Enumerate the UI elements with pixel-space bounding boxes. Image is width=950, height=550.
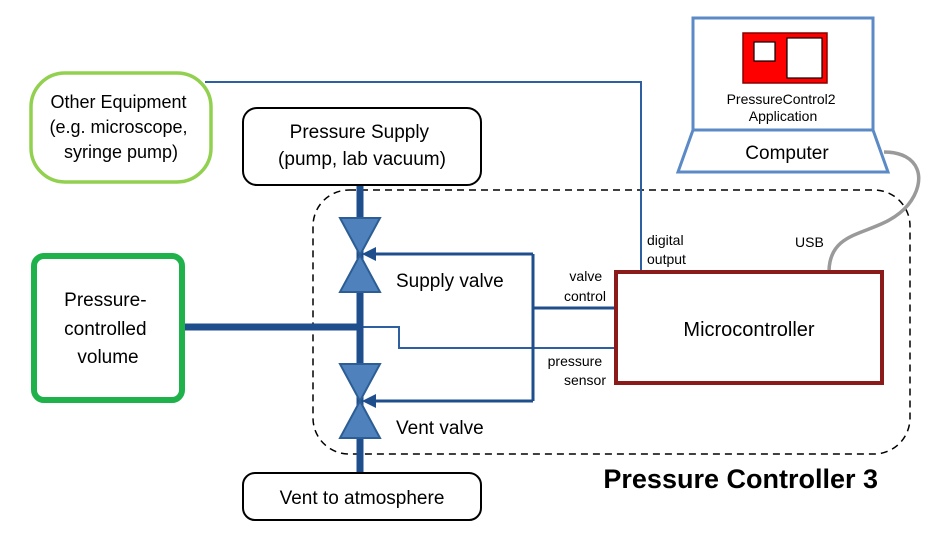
volume-line-3: volume	[77, 347, 138, 368]
other-equipment-line-3: syringe pump)	[64, 142, 178, 162]
pressure-supply-line-2: (pump, lab vacuum)	[278, 149, 446, 170]
computer-label: Computer	[745, 143, 829, 164]
laptop-base	[675, 128, 891, 174]
svg-text:PressureControl2 Applicati: PressureControl2 Application	[727, 91, 840, 124]
other-equipment-line-1: Other Equipment	[50, 92, 186, 112]
microcontroller-box	[614, 270, 884, 385]
vent-valve-label: Vent valve	[396, 418, 484, 439]
valve-control-label-2: control	[564, 288, 606, 304]
other-equipment-line-2: (e.g. microscope,	[49, 117, 187, 137]
computer-icon	[675, 16, 891, 174]
pressure-controller-enclosure	[312, 189, 911, 455]
svg-text:Other Equipment (e.g. micr: Other Equipment (e.g. microscope, syring…	[49, 92, 192, 162]
application-label-1: PressureControl2	[727, 91, 836, 107]
application-pane-large	[786, 37, 823, 79]
supply-valve-control-arrowhead	[362, 247, 376, 261]
volume-line-1: Pressure-	[64, 290, 146, 311]
svg-text:digital output: digital output	[647, 232, 687, 267]
svg-text:pressure sensor: pressure sensor	[548, 353, 607, 388]
volume-line-2: controlled	[64, 319, 146, 340]
application-label-2: Application	[749, 108, 818, 124]
valve-control-label-1: valve	[569, 268, 602, 284]
application-pane-small	[753, 41, 776, 62]
vent-valve-icon	[338, 363, 382, 439]
svg-text:valve control: valve control	[564, 268, 606, 304]
vent-to-atmosphere-label: Vent to atmosphere	[280, 488, 445, 509]
digital-output-line	[205, 81, 642, 272]
usb-cable	[827, 150, 921, 272]
pressure-supply-line-1: Pressure Supply	[290, 122, 430, 143]
vent-to-atmosphere-box	[242, 472, 482, 521]
pressure-sensor-label-2: sensor	[564, 372, 606, 388]
svg-text:Pressure- controlled v: Pressure- controlled volume	[64, 290, 152, 368]
valve-control-line	[531, 254, 614, 401]
pressure-controlled-volume-box	[31, 253, 185, 403]
pressure-sensor-label-1: pressure	[548, 353, 603, 369]
pressure-sensor-line	[358, 326, 614, 349]
digital-output-label-1: digital	[647, 232, 684, 248]
pressure-supply-box	[242, 107, 482, 186]
microcontroller-label: Microcontroller	[683, 319, 814, 341]
svg-text:Pressure Supply (pump, lab: Pressure Supply (pump, lab vacuum)	[278, 122, 446, 170]
supply-valve-label: Supply valve	[396, 271, 504, 292]
other-equipment-box	[29, 71, 213, 184]
digital-output-label-2: output	[647, 251, 686, 267]
diagram-title: Pressure Controller 3	[603, 464, 878, 494]
usb-label: USB	[795, 234, 824, 250]
supply-valve-icon	[338, 217, 382, 293]
vent-valve-control-arrowhead	[362, 394, 376, 408]
